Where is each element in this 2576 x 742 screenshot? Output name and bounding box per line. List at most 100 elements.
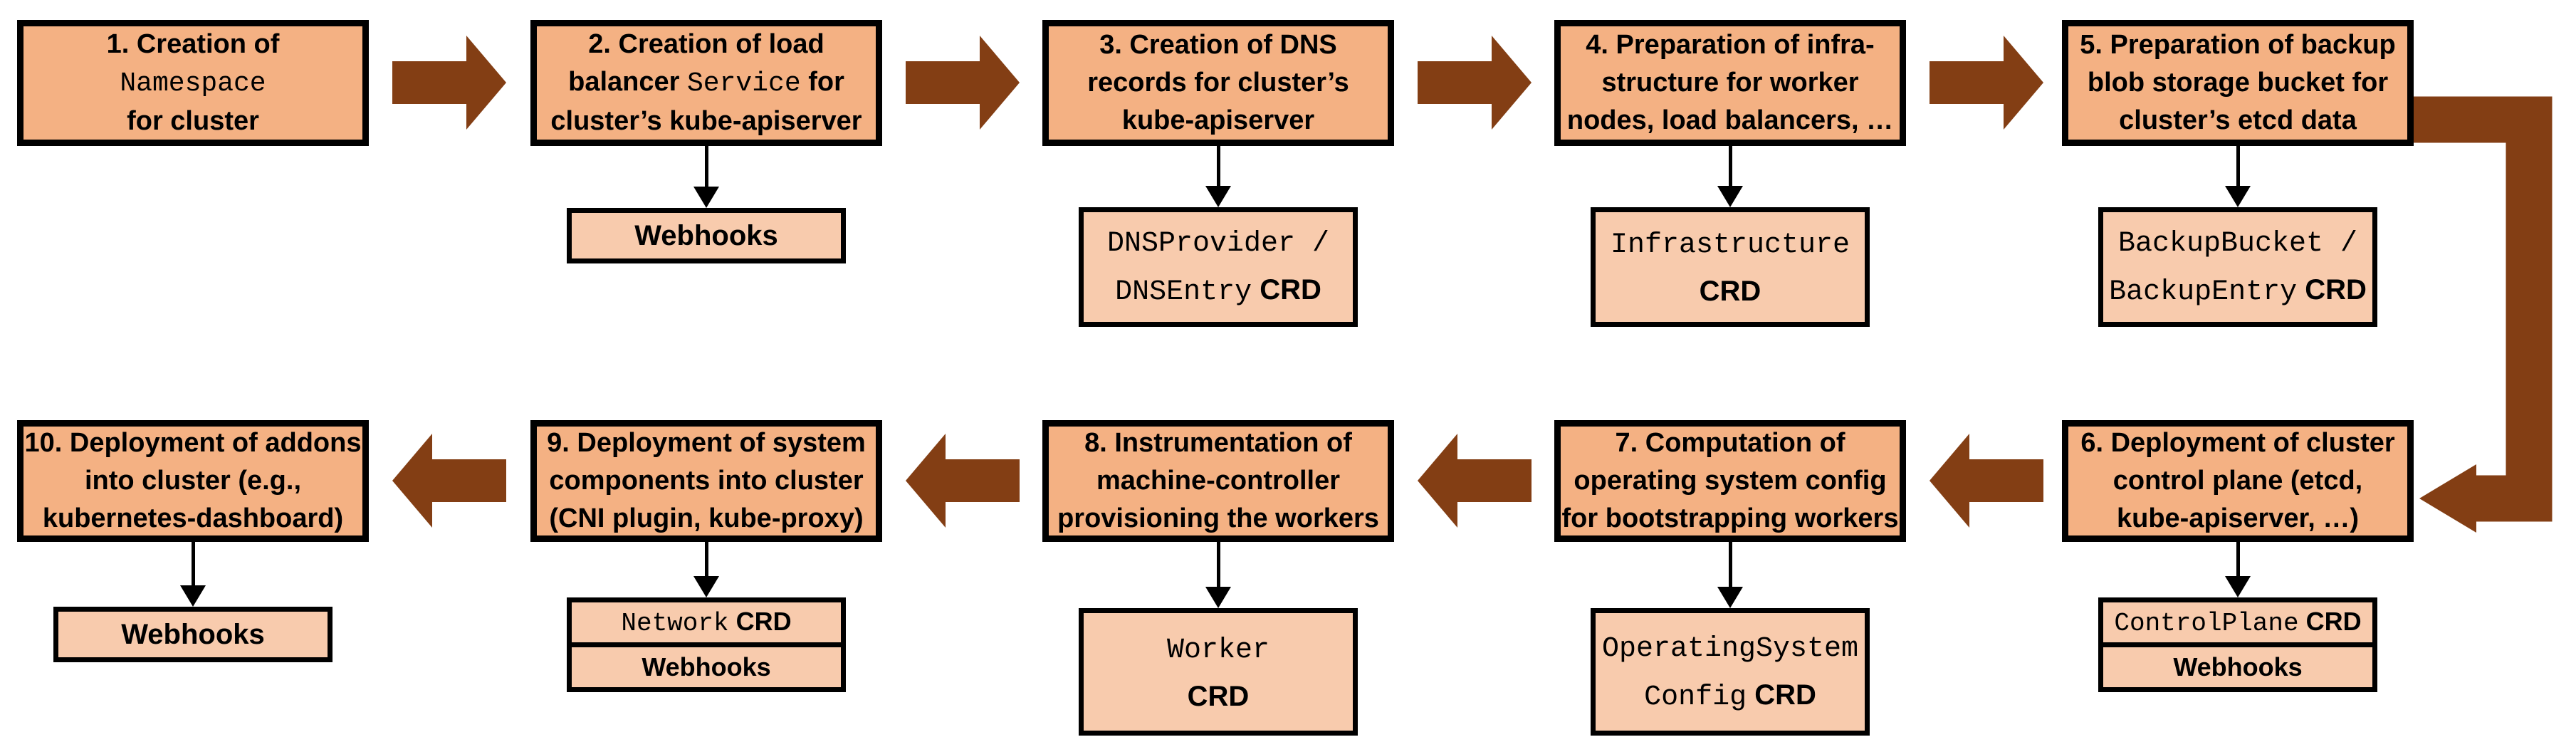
label-text: CRD	[2297, 274, 2367, 305]
label-text: 1. Creation of	[106, 29, 280, 59]
elbow-arrowhead-icon	[2419, 464, 2476, 533]
step-2-line: balancer Service for	[568, 63, 844, 103]
label-text: 10. Deployment of addons	[24, 428, 362, 458]
step-5-line: cluster’s etcd data	[2119, 102, 2357, 140]
label-text: for	[800, 67, 844, 97]
label-text: blob storage bucket for	[2087, 68, 2389, 98]
child-box-line: OperatingSystem	[1602, 624, 1858, 672]
child-box-line: DNSEntry CRD	[1115, 267, 1321, 315]
label-text: CRD	[2298, 606, 2362, 636]
label-text: 7. Computation of	[1615, 428, 1845, 458]
step-7-line: operating system config	[1574, 462, 1886, 500]
stack-cell-line: Network CRD	[621, 607, 791, 638]
step-8-line: machine-controller	[1096, 462, 1340, 500]
label-text: balancer	[568, 67, 687, 97]
down-arrow-icon	[1717, 146, 1743, 207]
crd-stack-step-6: ControlPlane CRD Webhooks	[2098, 597, 2377, 692]
label-text: Webhooks	[121, 619, 265, 650]
flow-arrow-right-icon-3	[1418, 36, 1532, 130]
step-4-line: structure for worker	[1601, 64, 1858, 102]
step-10-line: 10. Deployment of addons	[25, 424, 362, 462]
stack-cell-line: Webhooks	[642, 653, 770, 681]
step-8-line: provisioning the workers	[1057, 500, 1379, 538]
label-text: for cluster	[127, 106, 259, 136]
child-box-line: BackupBucket /	[2118, 219, 2357, 267]
label-text: CRD	[1252, 274, 1321, 305]
step-5-line: 5. Preparation of backup	[2080, 26, 2395, 64]
step-1-line: 1. Creation of	[107, 26, 280, 63]
label-text: operating system config	[1574, 466, 1887, 496]
code-text: Namespace	[120, 68, 266, 99]
label-text: 3. Creation of DNS	[1099, 30, 1337, 60]
label-text: CRD	[1747, 679, 1816, 711]
step-2-line: 2. Creation of load	[588, 26, 824, 63]
code-text: OperatingSystem	[1601, 632, 1859, 665]
label-text: into cluster (e.g.,	[84, 466, 302, 496]
stack-cell-step-6-0: ControlPlane CRD	[2098, 597, 2377, 647]
child-box-line: Infrastructure	[1611, 220, 1850, 268]
label-text: kubernetes-dashboard)	[42, 503, 344, 533]
child-box-step-10: Webhooks	[53, 607, 333, 662]
label-text: 6. Deployment of cluster	[2080, 428, 2395, 458]
step-6-line: control plane (etcd,	[2113, 462, 2362, 500]
step-8-line: 8. Instrumentation of	[1084, 424, 1352, 462]
stack-cell-step-9-1: Webhooks	[567, 642, 846, 692]
step-1-line: for cluster	[127, 103, 259, 140]
step-box-1: 1. Creation of Namespace for cluster	[17, 20, 369, 146]
flow-arrow-left-icon-1	[392, 434, 506, 528]
label-text: Webhooks	[2173, 652, 2303, 681]
code-text: Config	[1644, 681, 1747, 714]
step-4-line: nodes, load balancers, …	[1567, 102, 1893, 140]
stack-cell-step-9-0: Network CRD	[567, 597, 846, 647]
child-box-line: Worker	[1167, 625, 1269, 674]
step-3-line: kube-apiserver	[1122, 102, 1314, 140]
crd-stack-step-9: Network CRD Webhooks	[567, 597, 846, 692]
step-9-line: components into cluster	[549, 462, 863, 500]
label-text: CRD	[1699, 276, 1761, 307]
label-text: Webhooks	[634, 220, 778, 251]
stack-cell-line: ControlPlane CRD	[2114, 607, 2361, 638]
child-box-line: Config CRD	[1644, 672, 1816, 721]
flow-arrow-left-icon-4	[1930, 434, 2043, 528]
label-text: nodes, load balancers, …	[1566, 105, 1894, 135]
down-arrow-icon	[1717, 542, 1743, 608]
code-text: DNSEntry	[1115, 276, 1252, 308]
step-3-line: 3. Creation of DNS	[1099, 26, 1337, 64]
label-text: CRD	[728, 606, 792, 636]
stack-cell-step-6-1: Webhooks	[2098, 642, 2377, 692]
label-text: components into cluster	[549, 466, 864, 496]
child-box-line: DNSProvider /	[1107, 219, 1329, 267]
flow-arrow-right-icon-4	[1930, 36, 2043, 130]
label-text: control plane (etcd,	[2112, 466, 2363, 496]
down-arrow-icon	[1205, 542, 1231, 608]
step-box-5: 5. Preparation of backup blob storage buc…	[2062, 20, 2414, 146]
flow-arrow-right-icon-1	[392, 36, 506, 130]
step-9-line: 9. Deployment of system	[547, 424, 866, 462]
code-text: Worker	[1166, 634, 1270, 667]
step-3-line: records for cluster’s	[1087, 64, 1349, 102]
label-text: cluster’s etcd data	[2119, 105, 2357, 135]
label-text: 5. Preparation of backup	[2080, 30, 2396, 60]
child-box-line: Webhooks	[634, 213, 778, 258]
step-box-4: 4. Preparation of infra-structure for wo…	[1554, 20, 1906, 146]
step-box-10: 10. Deployment of addons into cluster (e.…	[17, 420, 369, 542]
step-9-line: (CNI plugin, kube-proxy)	[549, 500, 863, 538]
flow-arrow-left-icon-3	[1418, 434, 1532, 528]
step-5-line: blob storage bucket for	[2088, 64, 2388, 102]
step-4-line: 4. Preparation of infra-	[1586, 26, 1874, 64]
code-text: ControlPlane	[2114, 608, 2299, 638]
child-box-step-5: BackupBucket /BackupEntry CRD	[2098, 207, 2377, 327]
step-2-line: cluster’s kube-apiserver	[550, 103, 862, 140]
step-6-line: kube-apiserver, …)	[2117, 500, 2359, 538]
down-arrow-icon	[180, 542, 206, 607]
step-box-6: 6. Deployment of cluster control plane (e…	[2062, 420, 2414, 542]
down-arrow-icon	[2225, 146, 2251, 207]
code-text: Network	[621, 608, 729, 638]
step-box-9: 9. Deployment of system components into c…	[530, 420, 882, 542]
label-text: Webhooks	[642, 652, 771, 681]
elbow-line	[2414, 96, 2553, 522]
